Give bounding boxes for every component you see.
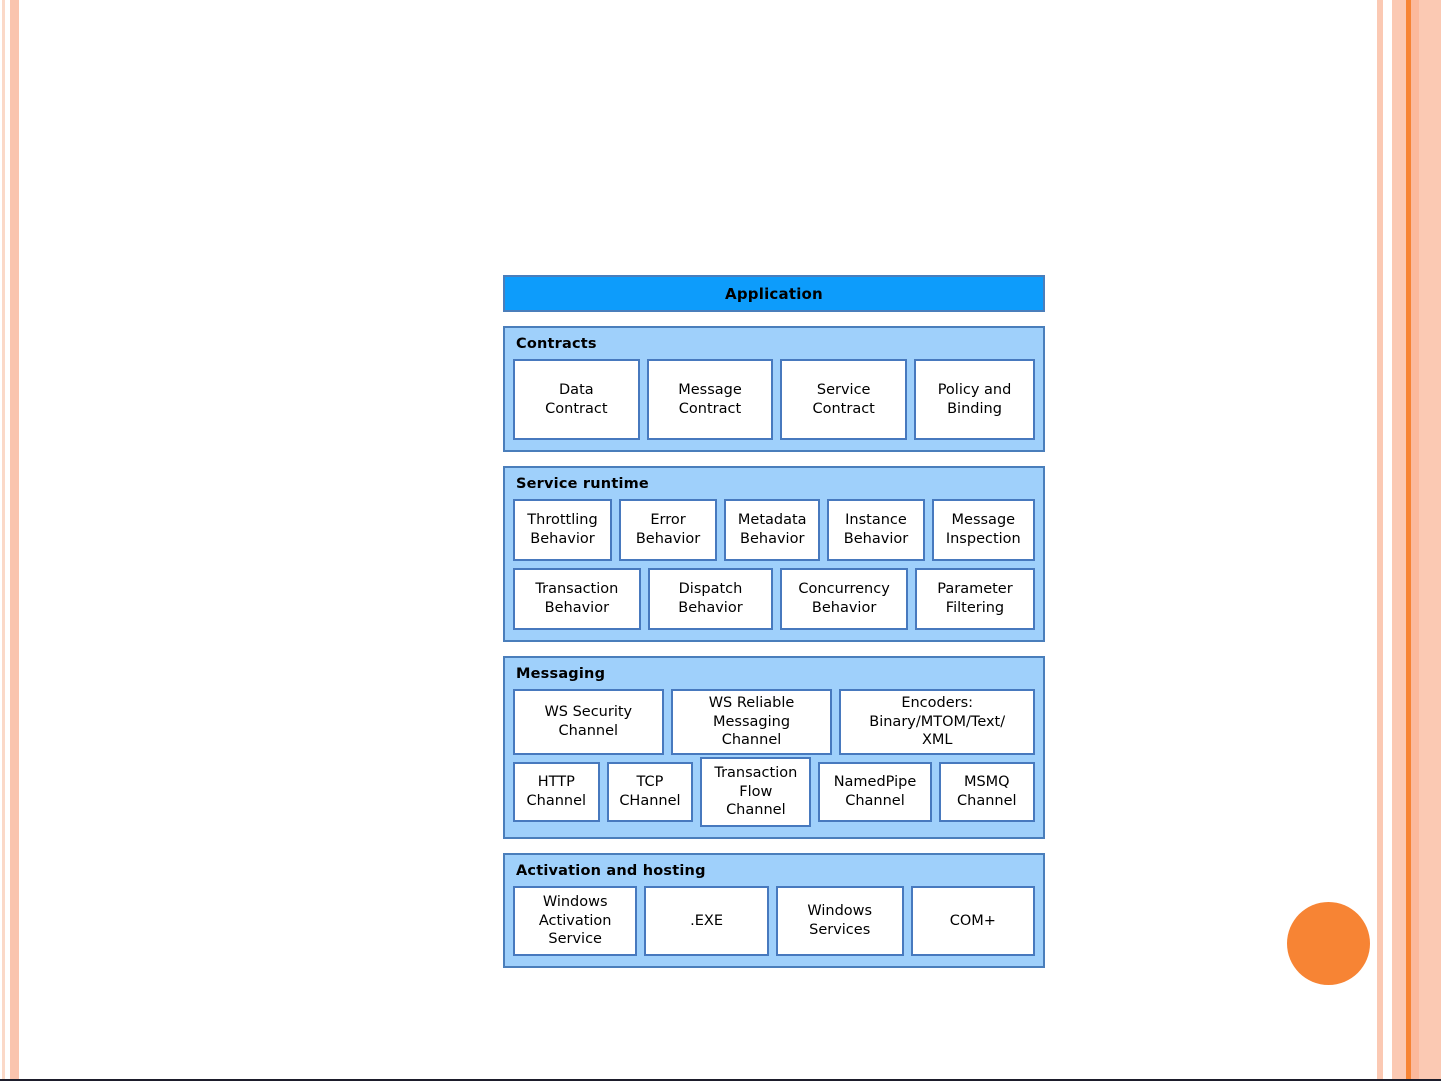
left-stripe-thin: [2, 0, 5, 1081]
cell-http-channel: HTTP Channel: [513, 762, 600, 822]
layer-title-contracts: Contracts: [516, 336, 597, 352]
cell-tcp-channel: TCP CHannel: [606, 762, 694, 822]
application-bar-label: Application: [725, 284, 823, 303]
layer-service-runtime: Service runtime Throttling Behavior Erro…: [503, 466, 1045, 642]
cell-ws-security-channel: WS Security Channel: [513, 689, 664, 755]
service-runtime-row-2: Transaction Behavior Dispatch Behavior C…: [513, 568, 1035, 630]
cell-error-behavior: Error Behavior: [618, 499, 718, 561]
cell-message-contract: Message Contract: [646, 359, 774, 440]
service-runtime-row-1: Throttling Behavior Error Behavior Metad…: [513, 499, 1036, 561]
layer-activation-and-hosting: Activation and hosting Windows Activatio…: [503, 853, 1045, 968]
cell-message-inspection: Message Inspection: [931, 499, 1036, 561]
decorative-circle: [1287, 902, 1370, 985]
contracts-row-1: Data Contract Message Contract Service C…: [513, 359, 1036, 440]
cell-service-contract: Service Contract: [780, 359, 908, 440]
cell-msmq-channel: MSMQ Channel: [938, 762, 1035, 822]
wcf-architecture-diagram: Application Contracts Data Contract Mess…: [503, 275, 1045, 968]
layer-title-activation-and-hosting: Activation and hosting: [516, 863, 706, 879]
cell-windows-activation-service: Windows Activation Service: [513, 886, 638, 956]
right-stripe-4: [1419, 0, 1441, 1081]
activation-hosting-row-1: Windows Activation Service .EXE Windows …: [513, 886, 1035, 956]
cell-namedpipe-channel: NamedPipe Channel: [818, 762, 932, 822]
application-bar: Application: [503, 275, 1045, 312]
cell-transaction-behavior: Transaction Behavior: [513, 568, 641, 630]
layer-contracts: Contracts Data Contract Message Contract…: [503, 326, 1045, 452]
layer-title-messaging: Messaging: [516, 666, 606, 682]
right-stripe-2: [1392, 0, 1406, 1081]
messaging-row-1: WS Security Channel WS Reliable Messagin…: [513, 689, 1035, 755]
cell-instance-behavior: Instance Behavior: [827, 499, 925, 561]
cell-concurrency-behavior: Concurrency Behavior: [780, 568, 908, 630]
slide-bottom-rule: [0, 1079, 1441, 1081]
left-stripe-wide: [10, 0, 19, 1081]
cell-policy-and-binding: Policy and Binding: [914, 359, 1036, 440]
right-stripe-3: [1411, 0, 1419, 1081]
layer-messaging: Messaging WS Security Channel WS Reliabl…: [503, 656, 1045, 839]
cell-com-plus: COM+: [910, 886, 1035, 956]
cell-windows-services: Windows Services: [775, 886, 904, 956]
cell-dispatch-behavior: Dispatch Behavior: [647, 568, 774, 630]
cell-encoders: Encoders: Binary/MTOM/Text/ XML: [839, 689, 1035, 755]
cell-transaction-flow-channel: Transaction Flow Channel: [700, 757, 812, 827]
cell-throttling-behavior: Throttling Behavior: [513, 499, 612, 561]
messaging-row-2: HTTP Channel TCP CHannel Transaction Flo…: [513, 757, 1035, 827]
layer-title-service-runtime: Service runtime: [516, 476, 649, 492]
cell-data-contract: Data Contract: [513, 359, 640, 440]
cell-metadata-behavior: Metadata Behavior: [724, 499, 821, 561]
cell-parameter-filtering: Parameter Filtering: [914, 568, 1035, 630]
right-stripe-accent: [1406, 0, 1411, 1081]
cell-exe: .EXE: [644, 886, 769, 956]
right-stripe-1: [1377, 0, 1383, 1081]
cell-ws-reliable-messaging-channel: WS Reliable Messaging Channel: [670, 689, 833, 755]
